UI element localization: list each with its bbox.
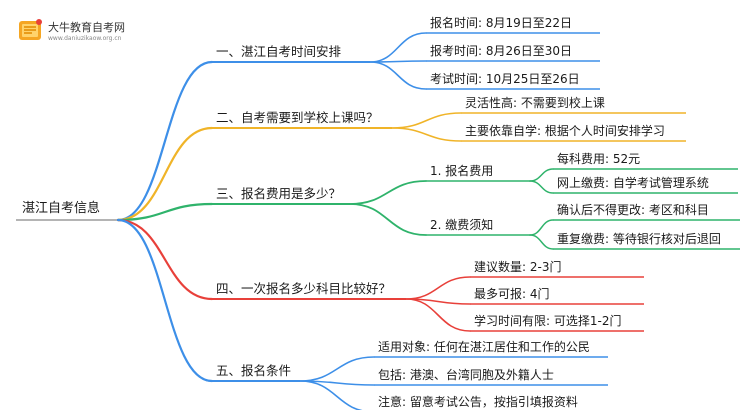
- branch-2-leaf-1: 灵活性高: 不需要到校上课: [465, 95, 605, 110]
- root-node-label: 湛江自考信息: [22, 200, 100, 216]
- root-connector-1: [116, 60, 214, 222]
- logo-title: 大牛教育自考网: [48, 21, 125, 34]
- branch-1-connector-1: [369, 32, 427, 63]
- branch-3-subnode-2: 2. 缴费须知: [430, 217, 493, 232]
- branch-4-connector-1: [405, 276, 471, 300]
- branch-5-leaf-3: 注意: 留意考试公告，按指引填报资料: [378, 394, 578, 409]
- branch-2-connector-2: [391, 127, 462, 142]
- branch-2-connector-1: [391, 112, 462, 129]
- root-connector-5: [116, 218, 214, 383]
- branch-label-4: 四、一次报名多少科目比较好？: [216, 281, 391, 296]
- root-connector-4: [116, 218, 214, 301]
- root-connector-2: [116, 126, 214, 222]
- branch-label-1: 一、湛江自考时间安排: [216, 44, 342, 59]
- branch-3-2-leaf-connector-2: [529, 234, 554, 250]
- branch-1-leaf-2: 报考时间: 8月26日至30日: [430, 43, 572, 58]
- branch-5-connector-3: [299, 380, 364, 410]
- branch-label-2: 二、自考需要到学校上课吗？: [216, 110, 379, 125]
- branch-5-leaf-1: 适用对象: 任何在湛江居住和工作的公民: [378, 339, 590, 354]
- branch-3-1-leaf-connector-2: [529, 180, 554, 194]
- branch-4-connector-3: [405, 298, 471, 332]
- branch-3-subnode-1: 1. 报名费用: [430, 163, 493, 178]
- branch-1-leaf-3: 考试时间: 10月25日至26日: [430, 71, 580, 86]
- branch-3-1-leaf-1: 每科费用: 52元: [557, 151, 640, 166]
- site-logo: 大牛教育自考网 www.daniuzikaow.org.cn: [18, 16, 128, 46]
- branch-4-leaf-1: 建议数量: 2-3门: [474, 259, 561, 274]
- branch-3-2-leaf-connector-1: [529, 219, 554, 236]
- logo-url: www.daniuzikaow.org.cn: [48, 35, 122, 42]
- branch-1-leaf-1: 报名时间: 8月19日至22日: [430, 15, 572, 30]
- root-connector-3: [116, 202, 214, 222]
- branch-3-2-leaf-1: 确认后不得更改: 考区和科目: [557, 202, 709, 217]
- branch-3-connector-1: [349, 180, 427, 205]
- branch-3-1-leaf-connector-1: [529, 168, 554, 182]
- branch-5-connector-1: [299, 356, 375, 382]
- branch-label-3: 三、报名费用是多少？: [216, 186, 341, 201]
- book-logo-icon: [19, 19, 42, 40]
- branch-4-leaf-2: 最多可报: 4门: [474, 286, 550, 301]
- branch-5-leaf-2: 包括: 港澳、台湾同胞及外籍人士: [378, 367, 554, 382]
- branch-3-1-leaf-2: 网上缴费: 自学考试管理系统: [557, 175, 709, 190]
- branch-1-connector-3: [369, 61, 427, 90]
- branch-3-2-leaf-2: 重复缴费: 等待银行核对后退回: [557, 231, 721, 246]
- branch-3-connector-2: [349, 203, 427, 236]
- branch-2-leaf-2: 主要依靠自学: 根据个人时间安排学习: [465, 123, 665, 138]
- branch-label-5: 五、报名条件: [216, 363, 291, 378]
- branch-4-leaf-3: 学习时间有限: 可选择1-2门: [474, 313, 621, 328]
